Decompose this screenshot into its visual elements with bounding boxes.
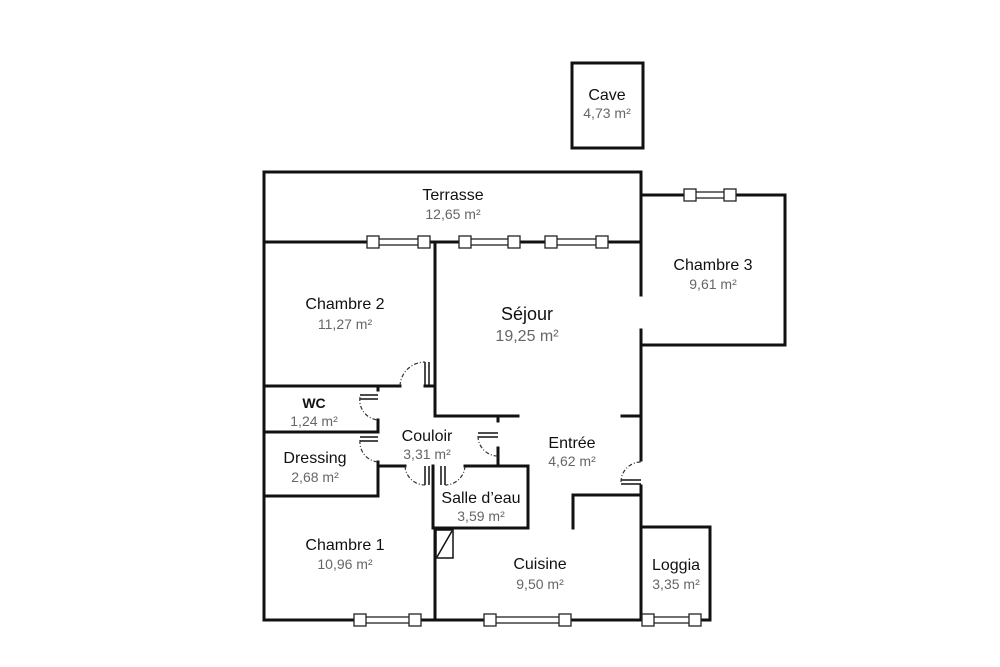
cave-walls <box>570 61 645 150</box>
room-area-salle-deau: 3,59 m² <box>457 508 505 524</box>
window <box>366 235 431 249</box>
room-name-salle-deau: Salle d’eau <box>441 490 520 507</box>
window <box>458 235 521 249</box>
room-name-cave: Cave <box>588 87 625 104</box>
room-area-terrasse: 12,65 m² <box>425 206 481 222</box>
room-name-dressing: Dressing <box>283 450 346 467</box>
window <box>641 613 702 627</box>
room-labels: Cave 4,73 m² Terrasse 12,65 m² Chambre 3… <box>283 87 752 592</box>
room-name-terrasse: Terrasse <box>422 187 483 204</box>
room-area-sejour: 19,25 m² <box>495 328 559 345</box>
room-name-chambre3: Chambre 3 <box>673 257 752 274</box>
room-name-couloir: Couloir <box>402 428 453 445</box>
room-name-loggia: Loggia <box>652 557 700 574</box>
room-name-entree: Entrée <box>548 435 595 452</box>
room-area-dressing: 2,68 m² <box>291 469 339 485</box>
room-area-chambre2: 11,27 m² <box>318 316 373 332</box>
room-area-chambre1: 10,96 m² <box>317 556 373 572</box>
room-name-chambre2: Chambre 2 <box>305 296 384 313</box>
window <box>483 613 572 627</box>
room-area-couloir: 3,31 m² <box>403 446 451 462</box>
room-area-chambre3: 9,61 m² <box>689 276 737 292</box>
room-name-cuisine: Cuisine <box>513 556 566 573</box>
room-area-cave: 4,73 m² <box>583 105 631 121</box>
room-area-loggia: 3,35 m² <box>652 576 700 592</box>
window <box>353 613 422 627</box>
window <box>544 235 609 249</box>
room-name-wc: WC <box>302 395 325 411</box>
room-area-cuisine: 9,50 m² <box>516 576 564 592</box>
room-area-wc: 1,24 m² <box>290 413 338 429</box>
room-area-entree: 4,62 m² <box>548 453 596 469</box>
room-name-chambre1: Chambre 1 <box>305 537 384 554</box>
window <box>683 188 737 202</box>
room-name-sejour: Séjour <box>501 304 553 324</box>
windows <box>353 188 737 627</box>
